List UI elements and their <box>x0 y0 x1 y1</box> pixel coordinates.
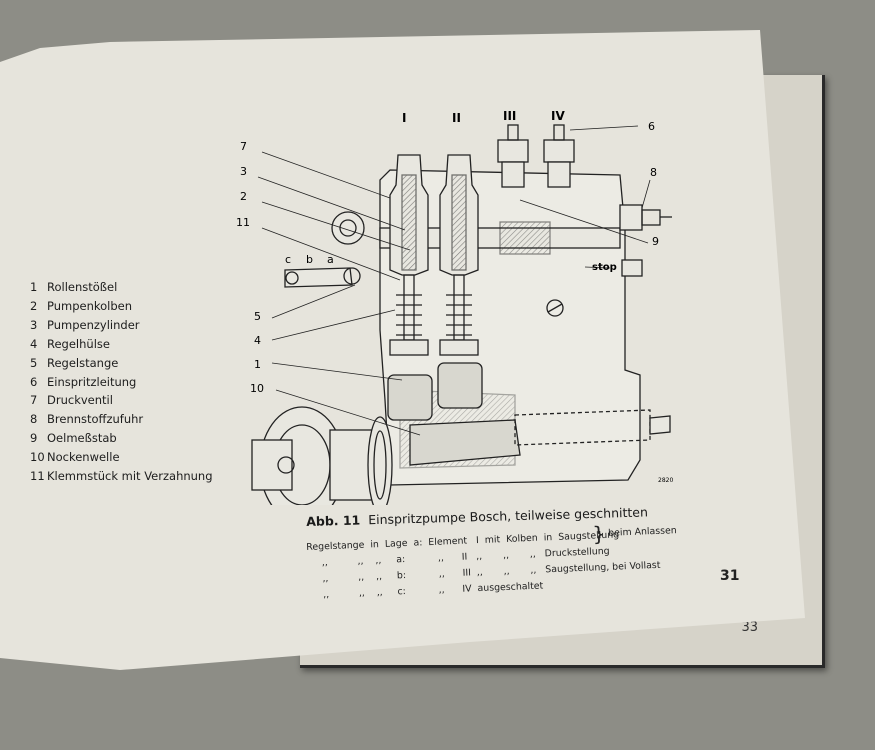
callout: 4 <box>254 334 261 347</box>
camshaft-hidden <box>514 409 651 446</box>
callout: 8 <box>650 166 657 179</box>
callout: 2 <box>240 190 247 203</box>
callout: 5 <box>254 310 261 323</box>
element-label: II <box>452 111 461 125</box>
valve-holder-iv <box>543 139 575 163</box>
fuel-inlet <box>619 204 643 231</box>
roller-tappet-ii <box>437 362 483 409</box>
inlet-boss <box>331 211 365 245</box>
callout: 1 <box>254 358 261 371</box>
rack-position-label: a <box>327 253 334 266</box>
injection-pump-diagram: I II III IV 7 3 2 11 5 4 1 10 6 8 9 c b … <box>236 109 673 505</box>
figure-number: Abb. 11 <box>306 512 361 529</box>
rack-position-label: c <box>285 253 291 266</box>
callout: 11 <box>236 216 250 229</box>
element-label: III <box>503 109 516 123</box>
brace-note: } beim Anlassen <box>592 521 677 546</box>
callout: 7 <box>240 140 247 153</box>
callout: 9 <box>652 235 659 248</box>
valve-holder-iii <box>497 139 529 163</box>
back-page-number: 33 <box>741 620 758 635</box>
element-label: I <box>402 111 406 125</box>
callout: 3 <box>240 165 247 178</box>
stop-screw <box>621 259 643 277</box>
gallery-section <box>499 221 551 255</box>
oil-dipstick-cap <box>546 299 564 317</box>
stop-label: stop <box>592 262 617 273</box>
element-label: IV <box>551 109 565 123</box>
rack-position-label: b <box>306 253 313 266</box>
callout: 10 <box>250 382 264 395</box>
drawing-mark: 2820 <box>658 477 673 484</box>
roller-tappet-i <box>387 374 433 421</box>
page-number: 31 <box>720 568 740 584</box>
control-rod <box>284 267 353 288</box>
callout: 6 <box>648 120 655 133</box>
camshaft <box>409 419 521 466</box>
